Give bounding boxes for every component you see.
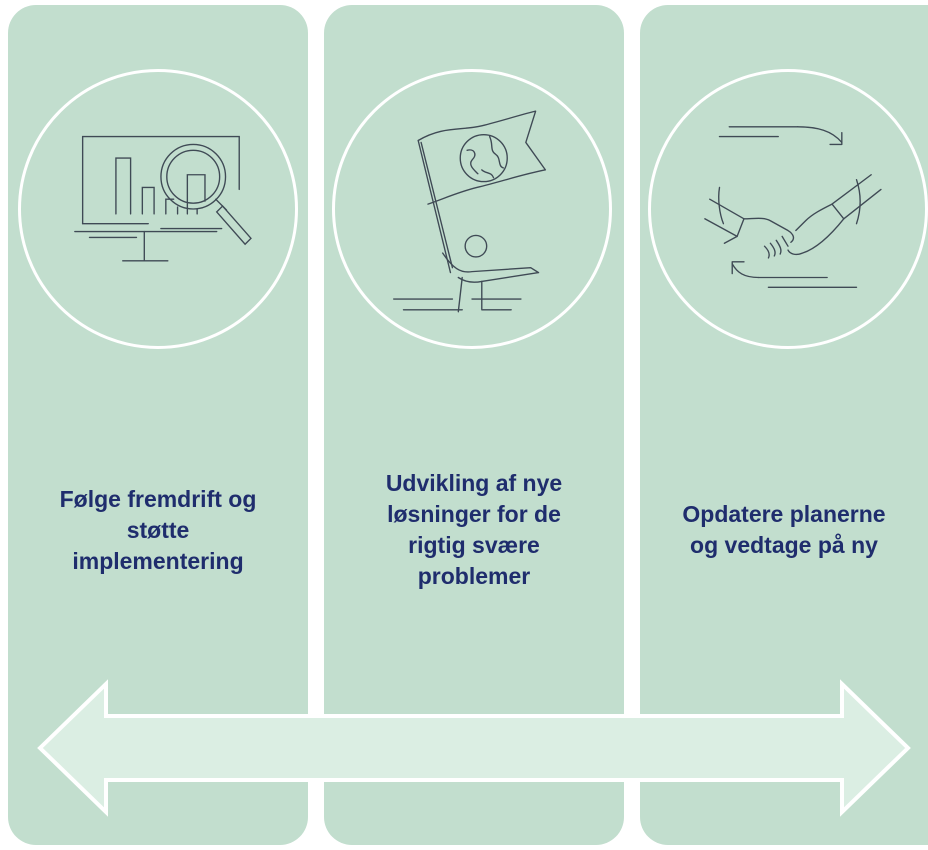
handshake-cycle-icon [704,126,882,288]
step-panel-2: Udvikling af nye løsninger for de rigtig… [324,5,624,845]
step-label: Følge fremdrift og støtte implementering [59,485,257,574]
monitor-chart-magnifier-icon [74,135,252,262]
step-label: Udvikling af nye løsninger for de rigtig… [385,470,563,589]
step-panel-3: Opdatere planerne og vedtage på ny [640,5,928,845]
step-label: Opdatere planerne og vedtage på ny [682,501,886,558]
icon-circle [332,69,612,349]
icon-circle [648,69,928,349]
icon-circle [18,69,298,349]
step-panel-1: Følge fremdrift og støtte implementering [8,5,308,845]
person-with-globe-flag-icon [393,110,547,313]
